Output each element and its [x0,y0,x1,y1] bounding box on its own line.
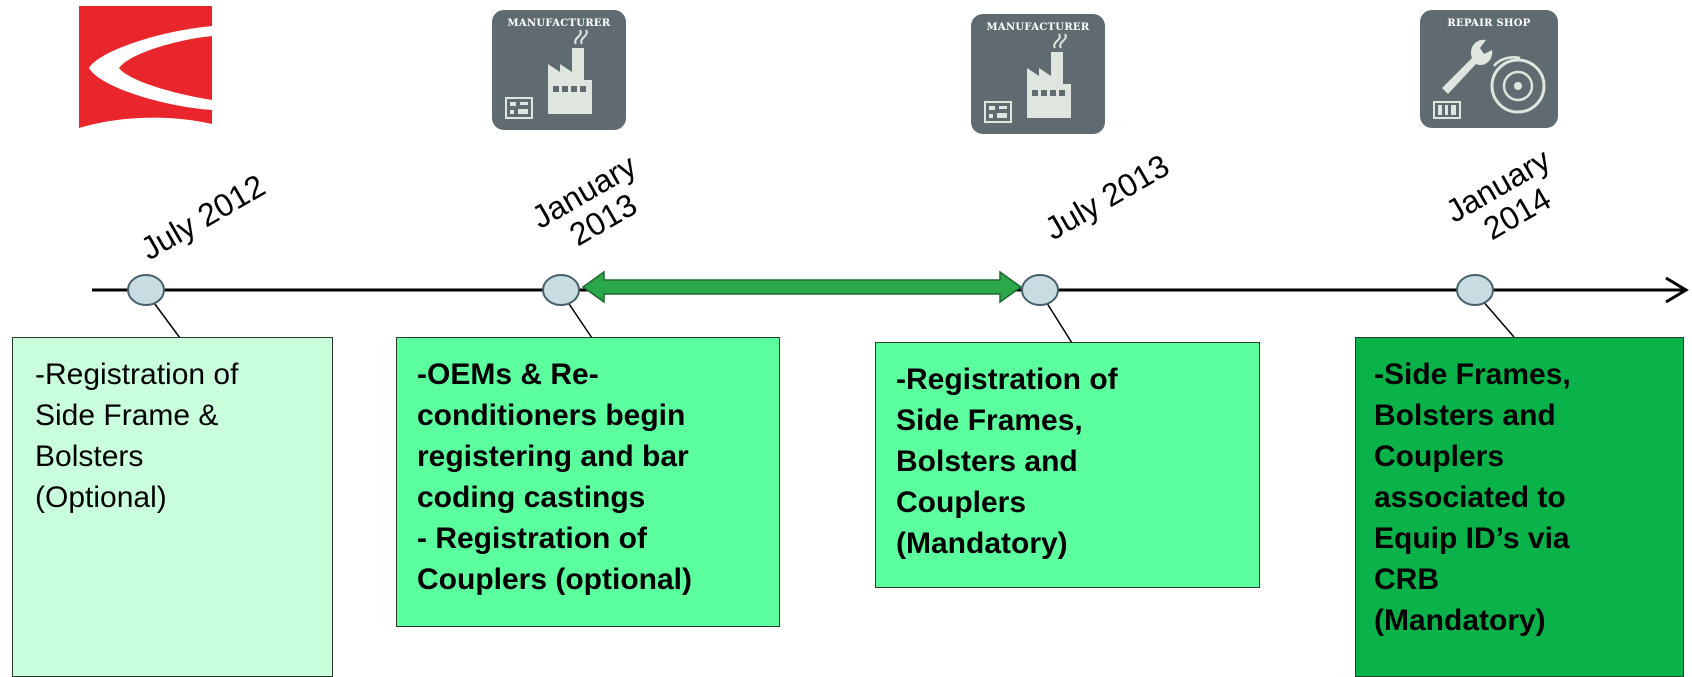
tile-label: MANUFACTURER [986,22,1090,33]
timeline-node-july-2013 [1021,274,1059,306]
milestone-box-july-2013: -Registration of Side Frames, Bolsters a… [875,342,1260,588]
manufacturer-factory-icon [505,29,592,119]
repair-shop-tile: REPAIR SHOP [1420,10,1558,128]
timeline-node-july-2012 [127,274,165,306]
manufacturer-tile-1: MANUFACTURER [492,10,626,130]
duration-double-arrow [581,270,1023,304]
repair-shop-wrench-wheel-icon [1433,39,1546,119]
milestone-box-january-2013: -OEMs & Re- conditioners begin registeri… [396,337,780,627]
tile-label: REPAIR SHOP [1447,18,1531,29]
milestone-box-july-2012: -Registration of Side Frame & Bolsters (… [12,337,333,677]
manufacturer-tile-2: MANUFACTURER [971,14,1105,134]
tile-label: MANUFACTURER [507,18,611,29]
timeline-node-january-2014 [1456,274,1494,306]
company-logo [79,6,212,128]
milestone-box-january-2014: -Side Frames, Bolsters and Couplers asso… [1355,337,1684,677]
manufacturer-factory-icon [984,33,1071,123]
timeline-node-january-2013 [542,274,580,306]
company-logo-icon [79,6,212,128]
